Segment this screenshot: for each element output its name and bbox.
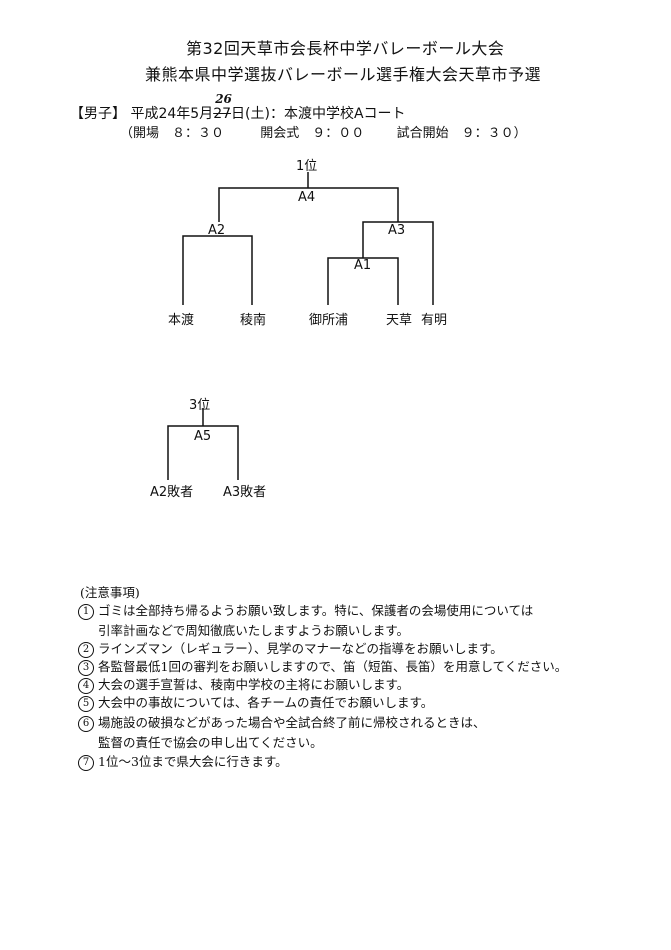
team-ryonan: 稜南 <box>240 313 267 328</box>
note-item: 5 大会中の事故については、各チームの責任でお願いします。 <box>78 692 433 712</box>
note-number: 2 <box>78 641 94 658</box>
note-text: ラインズマン（レギュラー）、見学のマナーなどの指導をお願いします。 <box>98 641 503 656</box>
note-text: 場施設の破損などがあった場合や全試合終了前に帰校されるときは、 <box>98 715 486 730</box>
team-a2-loser: A2敗者 <box>150 485 194 500</box>
note-item: 4 大会の選手宣誓は、稜南中学校の主将にお願いします。 <box>78 674 409 694</box>
note-number: 5 <box>78 695 94 712</box>
note-text: 大会の選手宣誓は、稜南中学校の主将にお願いします。 <box>98 677 410 692</box>
note-number: 4 <box>78 677 94 694</box>
note-number: 1 <box>78 603 94 620</box>
note-item: 2 ラインズマン（レギュラー）、見学のマナーなどの指導をお願いします。 <box>78 638 503 658</box>
team-hondo: 本渡 <box>168 313 195 328</box>
date-prefix: 平成24年5月 <box>130 106 214 122</box>
team-goshoura: 御所浦 <box>309 313 349 328</box>
note-number: 7 <box>78 754 94 771</box>
rank-third-label: 3位 <box>189 398 211 413</box>
schedule-ceremony: 開会式 ９：００ <box>260 126 365 141</box>
date-printed: 27 <box>213 106 232 122</box>
page-subtitle: 兼熊本県中学選抜バレーボール選手権大会天草市予選 <box>145 65 542 84</box>
note-number: 3 <box>78 659 94 676</box>
note-item-continued: 監督の責任で協会の申し出てください。 <box>98 735 323 750</box>
schedule-line: （開場 ８：３０ 開会式 ９：００ 試合開始 ９：３０） <box>120 122 527 141</box>
match-a5: A5 <box>194 429 212 444</box>
match-a1: A1 <box>354 258 372 273</box>
schedule-open: （開場 ８：３０ <box>120 126 225 141</box>
page-title: 第32回天草市会長杯中学バレーボール大会 <box>186 39 505 58</box>
date-suffix: 日(土)：本渡中学校Aコート <box>231 106 406 122</box>
schedule-start: 試合開始 ９：３０） <box>396 126 527 141</box>
note-text: 大会中の事故については、各チームの責任でお願いします。 <box>98 695 434 710</box>
note-text: 1位〜3位まで県大会に行きます。 <box>98 754 288 769</box>
match-a2: A2 <box>208 223 226 238</box>
note-text: 各監督最低1回の審判をお願いしますので、笛（短笛、長笛）を用意してください。 <box>98 659 568 674</box>
note-item: 6 場施設の破損などがあった場合や全試合終了前に帰校されるときは、 <box>78 712 486 732</box>
team-ariake: 有明 <box>421 313 448 328</box>
division-label: 【男子】 <box>70 106 126 122</box>
note-number: 6 <box>78 715 94 732</box>
notes-heading: (注意事項) <box>80 585 140 600</box>
note-text: ゴミは全部持ち帰るようお願い致します。特に、保護者の会場使用については <box>98 603 534 618</box>
match-a3: A3 <box>388 223 406 238</box>
note-item: 7 1位〜3位まで県大会に行きます。 <box>78 751 288 771</box>
date-handwritten: 26 <box>215 92 232 106</box>
match-a4: A4 <box>298 190 316 205</box>
note-item-continued: 引率計画などで周知徹底いたしますようお願いします。 <box>98 623 410 638</box>
note-item: 1 ゴミは全部持ち帰るようお願い致します。特に、保護者の会場使用については <box>78 600 533 620</box>
team-amakusa: 天草 <box>386 313 413 328</box>
team-a3-loser: A3敗者 <box>223 485 267 500</box>
rank-first-label: 1位 <box>296 159 318 174</box>
note-item: 3 各監督最低1回の審判をお願いしますので、笛（短笛、長笛）を用意してください。 <box>78 656 567 676</box>
